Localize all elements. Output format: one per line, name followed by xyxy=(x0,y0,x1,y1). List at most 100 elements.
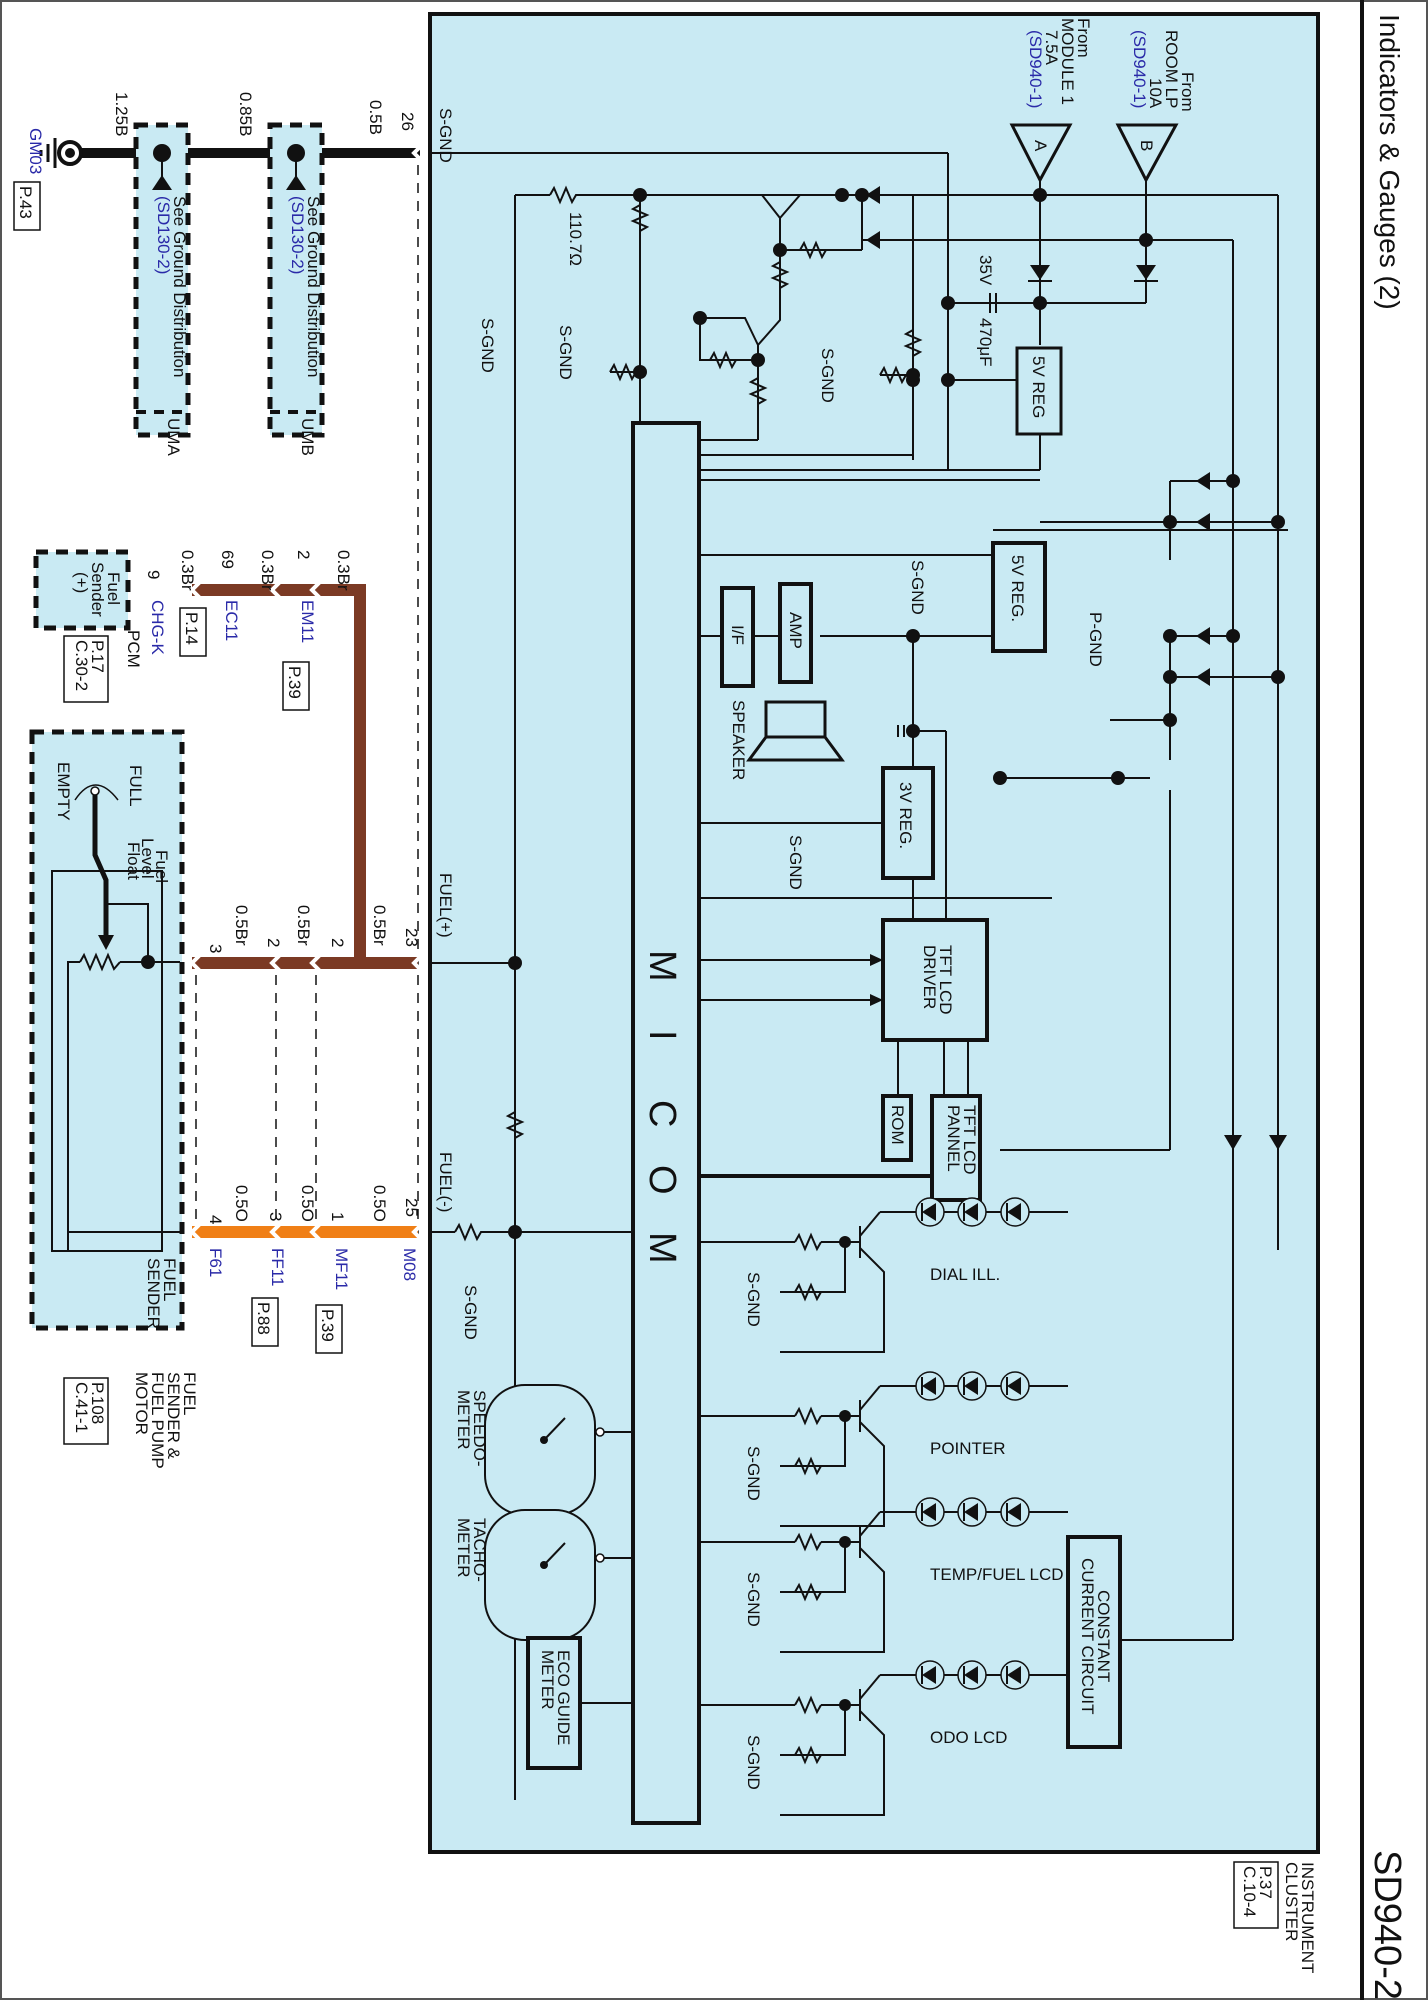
cluster-name-line1: INSTRUMENT xyxy=(1298,1862,1317,1973)
tachometer-gauge: TACHO- METER xyxy=(454,1509,633,1641)
micom-letter: C xyxy=(641,1100,683,1127)
assembly-line2: SENDER & xyxy=(164,1372,183,1460)
connector-chevrons xyxy=(189,139,428,1246)
connector-b-id: B xyxy=(1137,140,1156,151)
connector-m08[interactable]: M08 xyxy=(400,1248,419,1281)
connector-a-triangle xyxy=(1009,123,1073,184)
power-input-a[interactable]: A From MODULE 1 7.5A (SD940-1) xyxy=(1009,18,1093,184)
ground-wire-size: 0.5B xyxy=(366,100,385,135)
pcm-label: PCM xyxy=(124,630,143,668)
resistor xyxy=(709,350,737,370)
svg-text:Fuel: Fuel xyxy=(104,572,123,605)
pcm-wire-size: 0.3Br xyxy=(178,550,197,591)
junction xyxy=(1111,771,1125,785)
connector-f61[interactable]: F61 xyxy=(206,1248,225,1277)
splice-umb-id: UMB xyxy=(298,418,317,456)
junction xyxy=(1163,670,1177,684)
power-b-link[interactable]: (SD940-1) xyxy=(1130,30,1149,108)
diode xyxy=(1196,472,1210,490)
diode xyxy=(1196,513,1210,531)
connector-mf11[interactable]: MF11 xyxy=(332,1248,351,1290)
connector-chevron-icon xyxy=(269,949,286,977)
pcm-pin: 69 xyxy=(218,550,237,569)
fuel-minus-pin: 4 xyxy=(206,1215,225,1224)
p-gnd-label: P-GND xyxy=(1086,612,1105,667)
s-gnd-label: S-GND xyxy=(744,1572,763,1627)
fuel-minus-wire-size: 0.5O xyxy=(298,1185,317,1222)
fuel-minus-wire-size: 0.5O xyxy=(232,1185,251,1222)
splice-umb: See Ground Distribution (SD130-2) UMB xyxy=(267,122,325,456)
speedometer-line2: METER xyxy=(454,1390,473,1450)
rom-label: ROM xyxy=(888,1105,907,1145)
resistor xyxy=(770,261,790,289)
s-gnd-label: S-GND xyxy=(744,1735,763,1790)
junction xyxy=(1163,713,1177,727)
ground-point-gm03[interactable]: GM03 P.43 xyxy=(13,128,83,231)
junction xyxy=(1033,188,1047,202)
float-line1: Fuel xyxy=(152,850,171,883)
connector-ff11[interactable]: FF11 xyxy=(268,1248,287,1286)
led-group-dial-ill: DIAL ILL.S-GND xyxy=(699,1197,1068,1353)
float-line2: Level xyxy=(138,838,157,879)
connector-chevron-icon xyxy=(411,949,428,977)
wire-pcm-brown xyxy=(192,584,418,969)
micom-letter: M xyxy=(641,1232,683,1264)
fuel-minus-pin: 1 xyxy=(328,1212,347,1221)
tft-lcd-driver xyxy=(881,918,989,1042)
assembly-line3: FUEL PUMP xyxy=(148,1372,167,1469)
speedometer-line1: SPEEDO- xyxy=(470,1390,489,1467)
junction xyxy=(906,724,920,738)
cap-voltage-label: 35V xyxy=(976,255,995,286)
diode xyxy=(1224,1135,1242,1150)
reg-5v-b-label: 5V REG. xyxy=(1008,555,1027,622)
em11-ref-box xyxy=(282,661,310,711)
ccc-line2: CURRENT CIRCUIT xyxy=(1078,1558,1097,1714)
eco-line2: METER xyxy=(538,1650,557,1710)
connector-chevron-icon xyxy=(309,576,326,604)
tft-lcd-panel xyxy=(930,1094,982,1202)
pcm-ref-box xyxy=(63,635,109,703)
fuel-plus-wire-size: 0.5Br xyxy=(232,905,251,946)
splice-uma: See Ground Distribution (SD130-2) UMA xyxy=(133,122,191,456)
speaker-icon xyxy=(746,700,845,762)
resistor-value-label: 110.7Ω xyxy=(566,212,585,266)
micom-letter: O xyxy=(641,1165,683,1195)
connector-chevron-icon xyxy=(189,1218,206,1246)
fuel-minus-wire-size: 0.5O xyxy=(370,1185,389,1222)
connector-chg-k[interactable]: CHG-K xyxy=(148,600,167,655)
power-b-line3: 10A xyxy=(1146,78,1165,109)
junction xyxy=(693,311,707,325)
junction xyxy=(835,188,849,202)
page-title: Indicators & Gauges (2) xyxy=(1374,14,1405,310)
power-a-link[interactable]: (SD940-1) xyxy=(1026,30,1045,108)
junction xyxy=(773,243,787,257)
diode xyxy=(1196,627,1210,645)
s-gnd-label: S-GND xyxy=(786,835,805,890)
splice-uma-link: (SD130-2) xyxy=(154,196,173,274)
connector-chevron-icon xyxy=(269,576,286,604)
connector-em11[interactable]: EM11 xyxy=(298,600,317,643)
reg-3v-label: 3V REG. xyxy=(896,782,915,849)
power-input-b[interactable]: B From ROOM LP 10A (SD940-1) xyxy=(1115,30,1197,184)
speaker-label: SPEAKER xyxy=(729,700,748,780)
power-b-line2: ROOM LP xyxy=(1162,30,1181,108)
resistor xyxy=(630,204,650,232)
diode-a xyxy=(1028,265,1052,282)
tft-driver-line2: DRIVER xyxy=(920,945,939,1009)
fuel-plus-pin: 3 xyxy=(206,944,225,953)
junction xyxy=(1226,474,1240,488)
empty-label: EMPTY xyxy=(54,762,73,821)
led-group-label: DIAL ILL. xyxy=(930,1265,1000,1284)
assembly-ref-box xyxy=(63,1377,109,1445)
resistor xyxy=(799,240,827,260)
fuel-minus-pin: 3 xyxy=(266,1212,285,1221)
connector-dash-lines xyxy=(195,975,317,1220)
splice-umb-link: (SD130-2) xyxy=(288,196,307,274)
interface-label: I/F xyxy=(728,625,747,645)
tachometer-line1: TACHO- xyxy=(470,1518,489,1582)
assembly-line1: FUEL xyxy=(180,1372,199,1415)
connector-ec11[interactable]: EC11 xyxy=(222,600,241,641)
pcm-ref-line2: C.30-2 xyxy=(72,640,91,691)
